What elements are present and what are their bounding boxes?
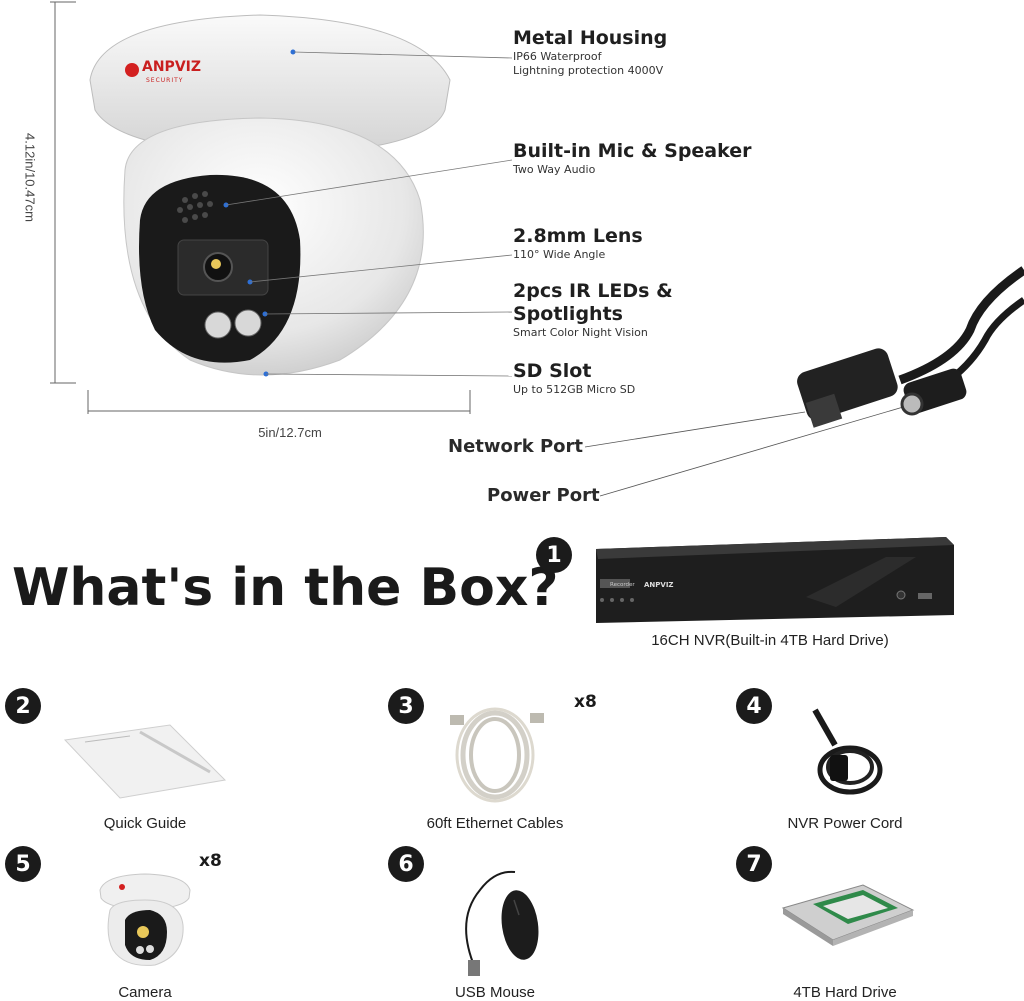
item-number-badge: 3 bbox=[388, 688, 424, 724]
dimension-lines bbox=[50, 1, 471, 414]
usb-mouse-image bbox=[450, 860, 550, 980]
nvr-label: 16CH NVR(Built-in 4TB Hard Drive) bbox=[651, 632, 889, 649]
camera-illustration: ANPVIZ SECURITY bbox=[60, 0, 480, 390]
power-cord-label: NVR Power Cord bbox=[787, 815, 903, 832]
usb-mouse-label: USB Mouse bbox=[454, 984, 536, 1001]
feature-metal-housing: Metal Housing IP66 Waterproof Lightning … bbox=[513, 27, 668, 77]
svg-text:SECURITY: SECURITY bbox=[146, 77, 183, 84]
quick-guide-image bbox=[60, 720, 230, 800]
feature-lens: 2.8mm Lens 110° Wide Angle bbox=[513, 225, 643, 261]
camera-qty: x8 bbox=[199, 851, 222, 871]
item-number-badge: 7 bbox=[736, 846, 772, 882]
camera-cable-illustration bbox=[797, 266, 1024, 428]
hard-drive-label: 4TB Hard Drive bbox=[793, 984, 897, 1001]
power-port-label: Power Port bbox=[487, 485, 600, 506]
feature-leader-lines bbox=[225, 51, 911, 497]
ethernet-qty: x8 bbox=[574, 692, 597, 712]
hard-drive-image bbox=[778, 880, 918, 950]
nvr-image: Recorder ANPVIZ bbox=[586, 537, 956, 625]
network-port-label: Network Port bbox=[448, 436, 584, 457]
feature-mic-speaker: Built-in Mic & Speaker Two Way Audio bbox=[513, 140, 752, 176]
feature-ir-leds: 2pcs IR LEDs & Spotlights Smart Color Ni… bbox=[513, 280, 673, 339]
item-number-badge: 1 bbox=[536, 537, 572, 573]
camera-brand-logo: ANPVIZ bbox=[142, 59, 201, 75]
nvr-brand-logo: ANPVIZ bbox=[644, 581, 674, 589]
svg-text:Recorder: Recorder bbox=[610, 582, 635, 588]
camera-label: Camera bbox=[118, 984, 172, 1001]
box-title: What's in the Box? bbox=[12, 558, 559, 618]
item-number-badge: 2 bbox=[5, 688, 41, 724]
feature-sd-slot: SD Slot Up to 512GB Micro SD bbox=[513, 360, 636, 396]
ethernet-cable-image bbox=[440, 705, 550, 805]
camera-image bbox=[95, 870, 195, 970]
quick-guide-label: Quick Guide bbox=[103, 815, 187, 832]
power-cord-image bbox=[800, 705, 890, 800]
item-number-badge: 4 bbox=[736, 688, 772, 724]
width-dimension: 5in/12.7cm bbox=[258, 425, 322, 440]
item-number-badge: 5 bbox=[5, 846, 41, 882]
item-number-badge: 6 bbox=[388, 846, 424, 882]
ethernet-label: 60ft Ethernet Cables bbox=[426, 815, 564, 832]
